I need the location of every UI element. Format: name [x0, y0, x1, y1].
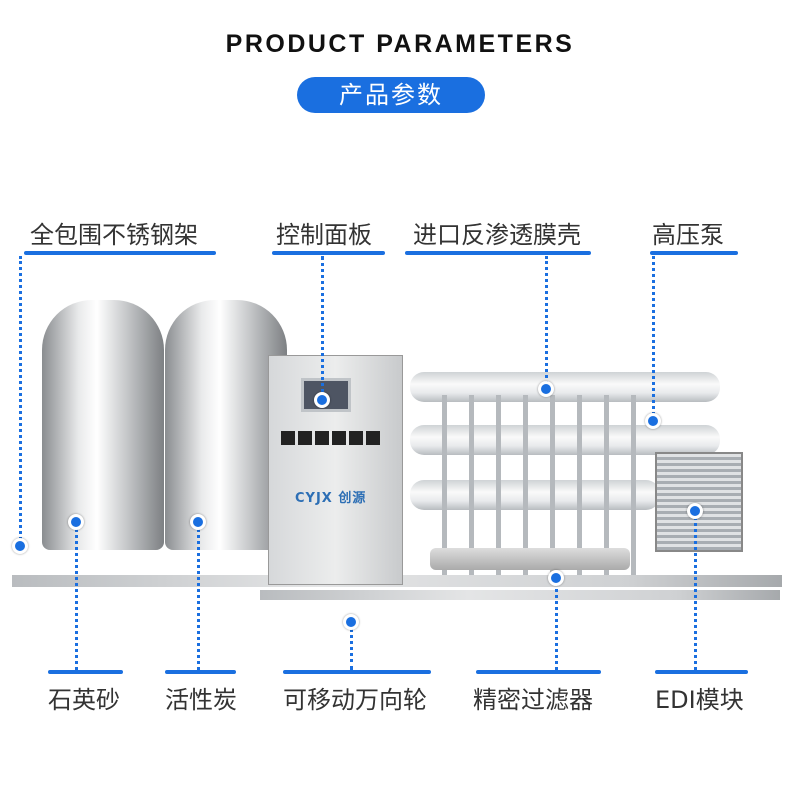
underline	[24, 251, 216, 255]
marker-quartz-sand	[68, 514, 84, 530]
underline	[165, 670, 236, 674]
leader-line	[197, 522, 200, 670]
section-badge: 产品参数	[297, 77, 485, 113]
label-control-panel: 控制面板	[276, 221, 372, 249]
precision-filter	[430, 548, 630, 570]
label-activated-carbon: 活性炭	[165, 686, 237, 714]
label-precision-filter: 精密过滤器	[473, 686, 593, 714]
marker-filter	[548, 570, 564, 586]
piping	[420, 395, 650, 575]
label-edi-module: EDI模块	[655, 686, 744, 714]
page-title: PRODUCT PARAMETERS	[225, 30, 575, 58]
label-ro-membrane-housing: 进口反渗透膜壳	[413, 221, 581, 249]
label-high-pressure-pump: 高压泵	[652, 221, 724, 249]
marker-pump	[645, 413, 661, 429]
label-steel-frame: 全包围不锈钢架	[30, 221, 198, 249]
leader-line	[19, 256, 22, 546]
underline	[476, 670, 601, 674]
leader-line	[321, 256, 324, 400]
leader-line	[694, 511, 697, 670]
underline	[655, 670, 748, 674]
carbon-tank	[165, 300, 287, 550]
leader-line	[350, 622, 353, 670]
marker-carbon	[190, 514, 206, 530]
label-quartz-sand: 石英砂	[48, 686, 120, 714]
underline	[283, 670, 431, 674]
leader-line	[652, 256, 655, 421]
underline	[405, 251, 591, 255]
marker-membrane	[538, 381, 554, 397]
label-casters: 可移动万向轮	[283, 686, 427, 714]
marker-steel-frame	[12, 538, 28, 554]
base-frame-lower	[260, 590, 780, 600]
control-cabinet	[268, 355, 403, 585]
leader-line	[555, 578, 558, 670]
edi-module	[655, 452, 743, 552]
marker-casters	[343, 614, 359, 630]
marker-control-panel	[314, 392, 330, 408]
switch-row	[281, 431, 381, 445]
brand-logo: CYJX 创源	[295, 491, 367, 506]
marker-edi	[687, 503, 703, 519]
underline	[48, 670, 123, 674]
underline	[650, 251, 738, 255]
leader-line	[75, 522, 78, 670]
underline	[272, 251, 385, 255]
leader-line	[545, 256, 548, 389]
quartz-sand-tank	[42, 300, 164, 550]
